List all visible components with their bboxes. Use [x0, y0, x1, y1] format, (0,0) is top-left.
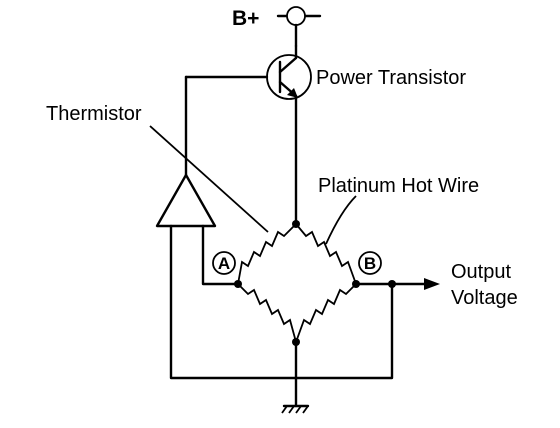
- power-transistor-label: Power Transistor: [316, 67, 466, 89]
- thermistor-resistor-icon: [237, 223, 297, 285]
- transistor-collector-lead: [278, 56, 298, 74]
- node-a-marker-icon: [212, 251, 236, 275]
- output-label-line2: Voltage: [451, 287, 518, 309]
- amplifier-input-b-wire: [169, 224, 394, 380]
- output-junction-node: [388, 280, 396, 288]
- amplifier-symbol: [155, 173, 217, 228]
- platinum-hot-wire-label: Platinum Hot Wire: [318, 175, 479, 197]
- node-b-marker-icon: [358, 251, 382, 275]
- bridge-resistor-lower-right-icon: [295, 283, 357, 343]
- transistor-body-icon: [266, 54, 312, 100]
- node-a-label: A: [218, 254, 230, 273]
- hot-wire-resistor-icon: [295, 223, 357, 285]
- supply-label: B+: [232, 7, 259, 30]
- amplifier-input-a-wire: [201, 224, 240, 286]
- bridge-node-a: [234, 280, 242, 288]
- thermistor-label: Thermistor: [46, 103, 142, 125]
- hot-wire-leader-line: [325, 195, 357, 245]
- supply-terminal-icon: [286, 6, 306, 26]
- power-transistor-symbol: [184, 44, 312, 100]
- node-b-label: B: [364, 254, 376, 273]
- output-arrow-icon: [424, 278, 440, 290]
- wheatstone-bridge: [234, 220, 360, 346]
- thermistor-leader-line: [149, 125, 269, 233]
- bridge-resistor-lower-left-icon: [237, 283, 297, 343]
- ground-icon: [281, 404, 310, 414]
- bridge-top-node: [292, 220, 300, 228]
- output-label-line1: Output: [451, 261, 511, 283]
